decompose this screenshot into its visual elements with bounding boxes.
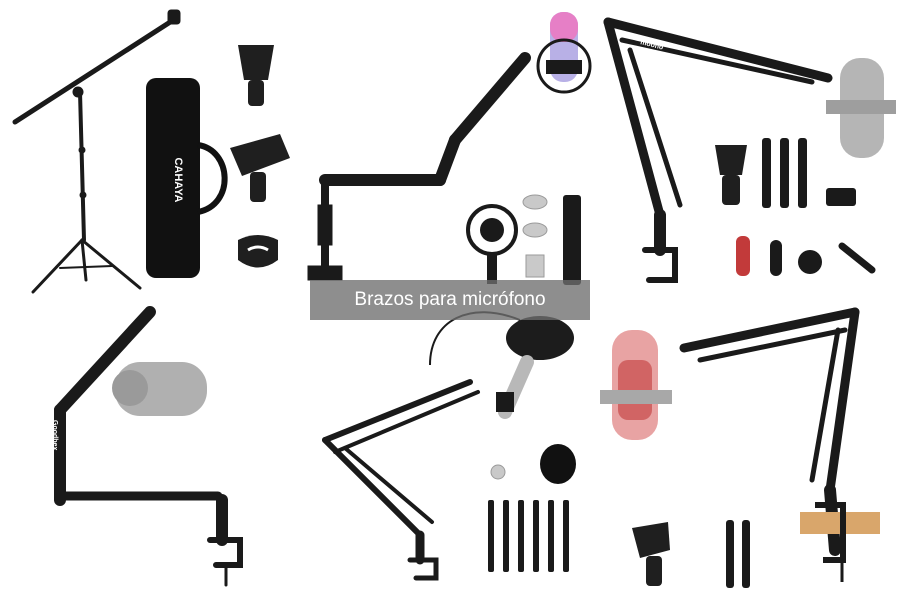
pop-filter-icon bbox=[429, 311, 574, 366]
faded-mic-icon bbox=[112, 362, 207, 416]
cable-tie-icon bbox=[488, 500, 569, 572]
desk-clamp-icon bbox=[815, 502, 846, 582]
mic-clip-icon bbox=[230, 134, 290, 202]
scissor-arm-icon bbox=[603, 17, 833, 283]
faded-mic-icon bbox=[826, 58, 896, 158]
thread-adapter-icon bbox=[826, 188, 856, 206]
thread-adapter-icon bbox=[490, 464, 506, 480]
carry-bag-icon bbox=[146, 78, 228, 278]
cable-tie-icon bbox=[726, 520, 750, 588]
mic-clip-icon bbox=[715, 145, 747, 205]
scissor-arm-icon bbox=[679, 307, 860, 556]
mic-clip-icon bbox=[238, 45, 274, 106]
mini-accessory-icon bbox=[736, 236, 876, 276]
foam-windscreen-icon bbox=[540, 444, 576, 484]
mic-clip-icon bbox=[632, 522, 670, 586]
rgb-mic-icon bbox=[536, 12, 592, 94]
tripod-boom-stand-icon bbox=[12, 9, 181, 294]
handheld-mic-icon bbox=[496, 355, 534, 419]
bag-brand-label: CAHAYA bbox=[172, 157, 184, 202]
arm-brand-label: moono bbox=[640, 39, 664, 51]
collage-caption: Brazos para micrófono bbox=[310, 280, 590, 320]
arm-brand-label: Goodbex bbox=[51, 420, 58, 450]
red-mic-icon bbox=[600, 330, 672, 440]
scissor-arm-icon bbox=[322, 379, 480, 581]
desk-arm-icon bbox=[54, 306, 243, 587]
extension-tube-icon bbox=[563, 195, 581, 285]
cable-tie-icon bbox=[762, 138, 807, 208]
desk-arm-icon bbox=[307, 52, 531, 281]
mic-clip-icon bbox=[238, 235, 278, 268]
thread-adapter-icon bbox=[522, 194, 548, 278]
shock-mount-icon bbox=[466, 204, 518, 284]
arm-brand-label: moono bbox=[711, 342, 735, 354]
